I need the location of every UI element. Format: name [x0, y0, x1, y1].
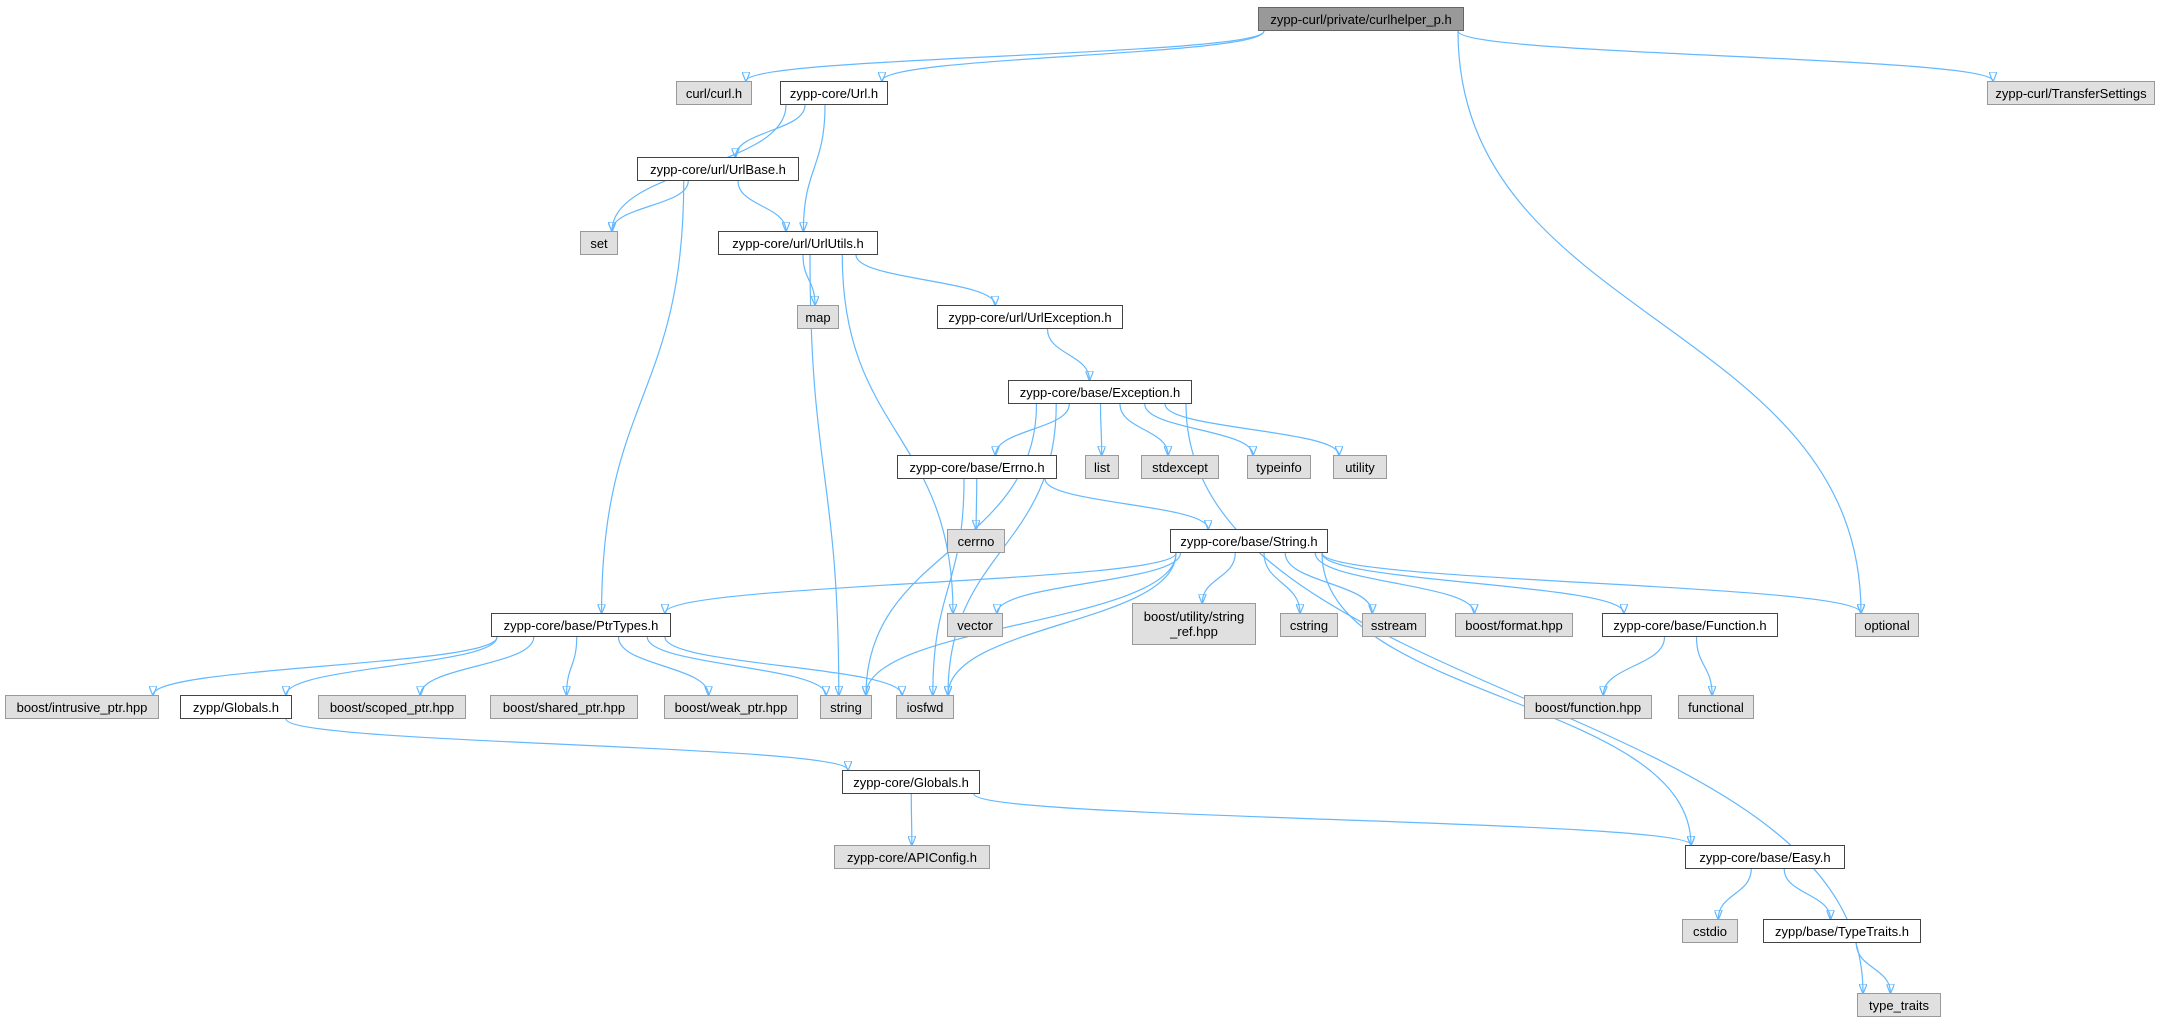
edge-urlbase-to-set [612, 180, 689, 231]
node-boost-scoped-ptr: boost/scoped_ptr.hpp [318, 695, 466, 719]
node-function-h[interactable]: zypp-core/base/Function.h [1602, 613, 1778, 637]
node-easy-h[interactable]: zypp-core/base/Easy.h [1685, 845, 1845, 869]
node-boost-format: boost/format.hpp [1455, 613, 1573, 637]
edge-cglobals-to-apiconfig [911, 793, 912, 845]
edge-easy-to-typetraits_h [1783, 868, 1830, 919]
node-apiconfig-h: zypp-core/APIConfig.h [834, 845, 990, 869]
node-cstdio: cstdio [1682, 919, 1738, 943]
edge-string_h-to-cstring [1263, 552, 1300, 613]
edge-exception-to-typeinfo [1144, 403, 1253, 455]
node-urlutils-h[interactable]: zypp-core/url/UrlUtils.h [718, 231, 878, 255]
edge-exception-to-stdexcept [1119, 403, 1168, 455]
node-core-globals-h[interactable]: zypp-core/Globals.h [842, 770, 980, 794]
edge-ptrtypes-to-iosfwd [664, 636, 902, 695]
edge-string_h-to-string [866, 552, 1177, 695]
edge-urlutils-to-string [809, 254, 839, 695]
edge-easy-to-cstdio [1718, 868, 1752, 919]
edge-string_h-to-iosfwd [948, 552, 1177, 695]
node-string: string [820, 695, 872, 719]
node-zypp-globals-h[interactable]: zypp/Globals.h [180, 695, 292, 719]
edge-url_h-to-urlbase [735, 104, 806, 157]
edge-typetraits_h-to-type_traits [1855, 942, 1890, 993]
edge-ptrtypes-to-intrusive [153, 636, 498, 695]
edge-errno_h-to-cerrno [976, 478, 977, 529]
edge-exception-to-errno_h [995, 403, 1070, 455]
edge-zglobals-to-cglobals [285, 718, 848, 770]
edge-string_h-to-sstream [1284, 552, 1372, 613]
edge-root-to-optional [1457, 30, 1861, 613]
node-set: set [580, 231, 618, 255]
edge-ptrtypes-to-scoped [420, 636, 535, 695]
node-stdexcept: stdexcept [1141, 455, 1219, 479]
node-ptrtypes-h[interactable]: zypp-core/base/PtrTypes.h [491, 613, 671, 637]
node-boost-intrusive-ptr: boost/intrusive_ptr.hpp [5, 695, 159, 719]
node-vector: vector [947, 613, 1003, 637]
node-utility: utility [1333, 455, 1387, 479]
edge-urlutils-to-map [802, 254, 815, 305]
edge-root-to-curl_h [746, 30, 1265, 81]
node-optional: optional [1855, 613, 1919, 637]
node-functional: functional [1678, 695, 1754, 719]
edge-ptrtypes-to-string [646, 636, 826, 695]
edge-ptrtypes-to-shared [567, 636, 578, 695]
node-urlbase-h[interactable]: zypp-core/url/UrlBase.h [637, 157, 799, 181]
node-boost-shared-ptr: boost/shared_ptr.hpp [490, 695, 638, 719]
node-list: list [1085, 455, 1119, 479]
edge-string_h-to-vector [997, 552, 1182, 613]
edge-string_h-to-ptrtypes [665, 552, 1177, 613]
edge-urlexc-to-exception [1046, 328, 1090, 380]
edge-url_h-to-urlutils [803, 104, 826, 231]
node-url-h[interactable]: zypp-core/Url.h [780, 81, 888, 105]
node-transfer-settings: zypp-curl/TransferSettings [1987, 81, 2155, 105]
node-typeinfo: typeinfo [1247, 455, 1311, 479]
node-iosfwd: iosfwd [896, 695, 954, 719]
node-string-h[interactable]: zypp-core/base/String.h [1170, 529, 1328, 553]
node-cerrno: cerrno [947, 529, 1005, 553]
edge-urlbase-to-ptrtypes [602, 180, 685, 613]
edge-string_h-to-easy [1321, 552, 1691, 845]
node-cstring: cstring [1280, 613, 1338, 637]
node-curl-h: curl/curl.h [676, 81, 752, 105]
node-errno-h[interactable]: zypp-core/base/Errno.h [897, 455, 1057, 479]
edge-errno_h-to-iosfwd [933, 478, 965, 695]
edge-cglobals-to-easy [973, 793, 1691, 845]
edge-string_h-to-string_ref [1202, 552, 1236, 603]
node-string-ref-hpp: boost/utility/string _ref.hpp [1132, 603, 1256, 645]
edge-string_h-to-optional [1321, 552, 1861, 613]
edge-root-to-transfer [1457, 30, 1993, 81]
edge-ptrtypes-to-zglobals [286, 636, 498, 695]
edge-function_h-to-functional [1695, 636, 1713, 695]
node-typetraits-h[interactable]: zypp/base/TypeTraits.h [1763, 919, 1921, 943]
edge-exception-to-list [1101, 403, 1102, 455]
edge-exception-to-utility [1164, 403, 1339, 455]
node-type-traits: type_traits [1857, 993, 1941, 1017]
edge-errno_h-to-string_h [1044, 478, 1208, 529]
node-sstream: sstream [1362, 613, 1426, 637]
edge-string_h-to-function_h [1321, 552, 1624, 613]
edge-function_h-to-bfunction [1603, 636, 1666, 695]
node-root: zypp-curl/private/curlhelper_p.h [1258, 7, 1464, 31]
edge-ptrtypes-to-weak [617, 636, 709, 695]
edge-urlutils-to-urlexc [855, 254, 995, 305]
edge-urlbase-to-urlutils [737, 180, 786, 231]
edge-root-to-url_h [882, 30, 1265, 81]
node-map: map [797, 305, 839, 329]
node-boost-function: boost/function.hpp [1524, 695, 1652, 719]
node-urlexception-h[interactable]: zypp-core/url/UrlException.h [937, 305, 1123, 329]
node-exception-h[interactable]: zypp-core/base/Exception.h [1008, 380, 1192, 404]
node-boost-weak-ptr: boost/weak_ptr.hpp [664, 695, 798, 719]
